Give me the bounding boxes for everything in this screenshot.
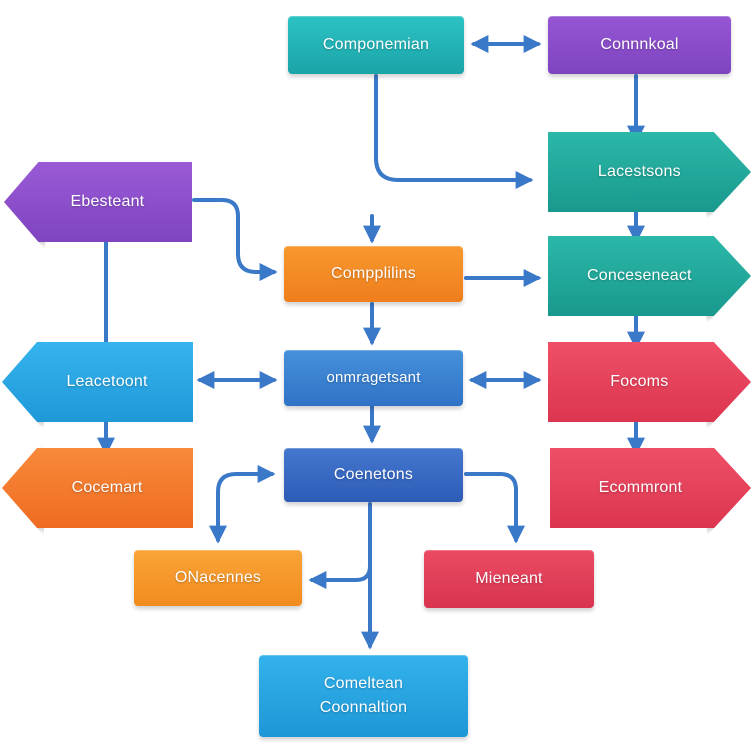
node-componemian[interactable]: Componemian (288, 16, 464, 74)
node-leacetoont[interactable]: Leacetoont (2, 342, 193, 422)
node-lacestsons[interactable]: Lacestsons (548, 132, 751, 212)
node-comeltean[interactable]: Comeltean Coonnaltion (259, 655, 468, 737)
node-compplilins[interactable]: Compplilins (284, 246, 463, 302)
node-label: Cocemart (71, 479, 143, 496)
node-label: Ecommront (598, 479, 683, 496)
node-label: Conceseneact (587, 267, 692, 284)
node-label: Focoms (610, 373, 669, 390)
connector-coenetons-mieneant (464, 472, 525, 544)
node-coenetons[interactable]: Coenetons (284, 448, 463, 502)
node-label: Compplilins (331, 265, 416, 282)
node-cocemart[interactable]: Cocemart (2, 448, 193, 528)
connector-lines (97, 35, 645, 650)
node-conceseneact[interactable]: Conceseneact (548, 236, 751, 316)
node-label: Ebesteant (70, 193, 145, 210)
node-ecommront[interactable]: Ecommront (550, 448, 751, 528)
node-label: Componemian (322, 36, 430, 53)
node-label-line-2: Coonnaltion (319, 699, 408, 716)
node-label: Lacestsons (597, 163, 681, 180)
node-label: Leacetoont (66, 373, 148, 390)
node-onmragetsant[interactable]: onmragetsant (284, 350, 463, 406)
node-label: Connnkoal (600, 36, 679, 53)
node-label-line-1: Comeltean (323, 675, 404, 692)
node-ebesteant[interactable]: Ebesteant (4, 162, 192, 242)
connector-trunk-oncecennes (308, 550, 372, 589)
connector-ebesteant-compplilins (192, 198, 278, 281)
node-label: ONacennes (174, 569, 262, 586)
node-label: Coenetons (333, 466, 414, 483)
node-mieneant[interactable]: Mieneant (424, 550, 594, 608)
node-label: onmragetsant (326, 369, 421, 386)
connector-componemian-lacestsons (374, 74, 534, 189)
node-focoms[interactable]: Focoms (548, 342, 751, 422)
node-connnkoal[interactable]: Connnkoal (548, 16, 731, 74)
node-oncecennes[interactable]: ONacennes (134, 550, 302, 606)
node-label: Mieneant (475, 570, 543, 587)
connector-coenetons-oncecennes (209, 465, 276, 544)
